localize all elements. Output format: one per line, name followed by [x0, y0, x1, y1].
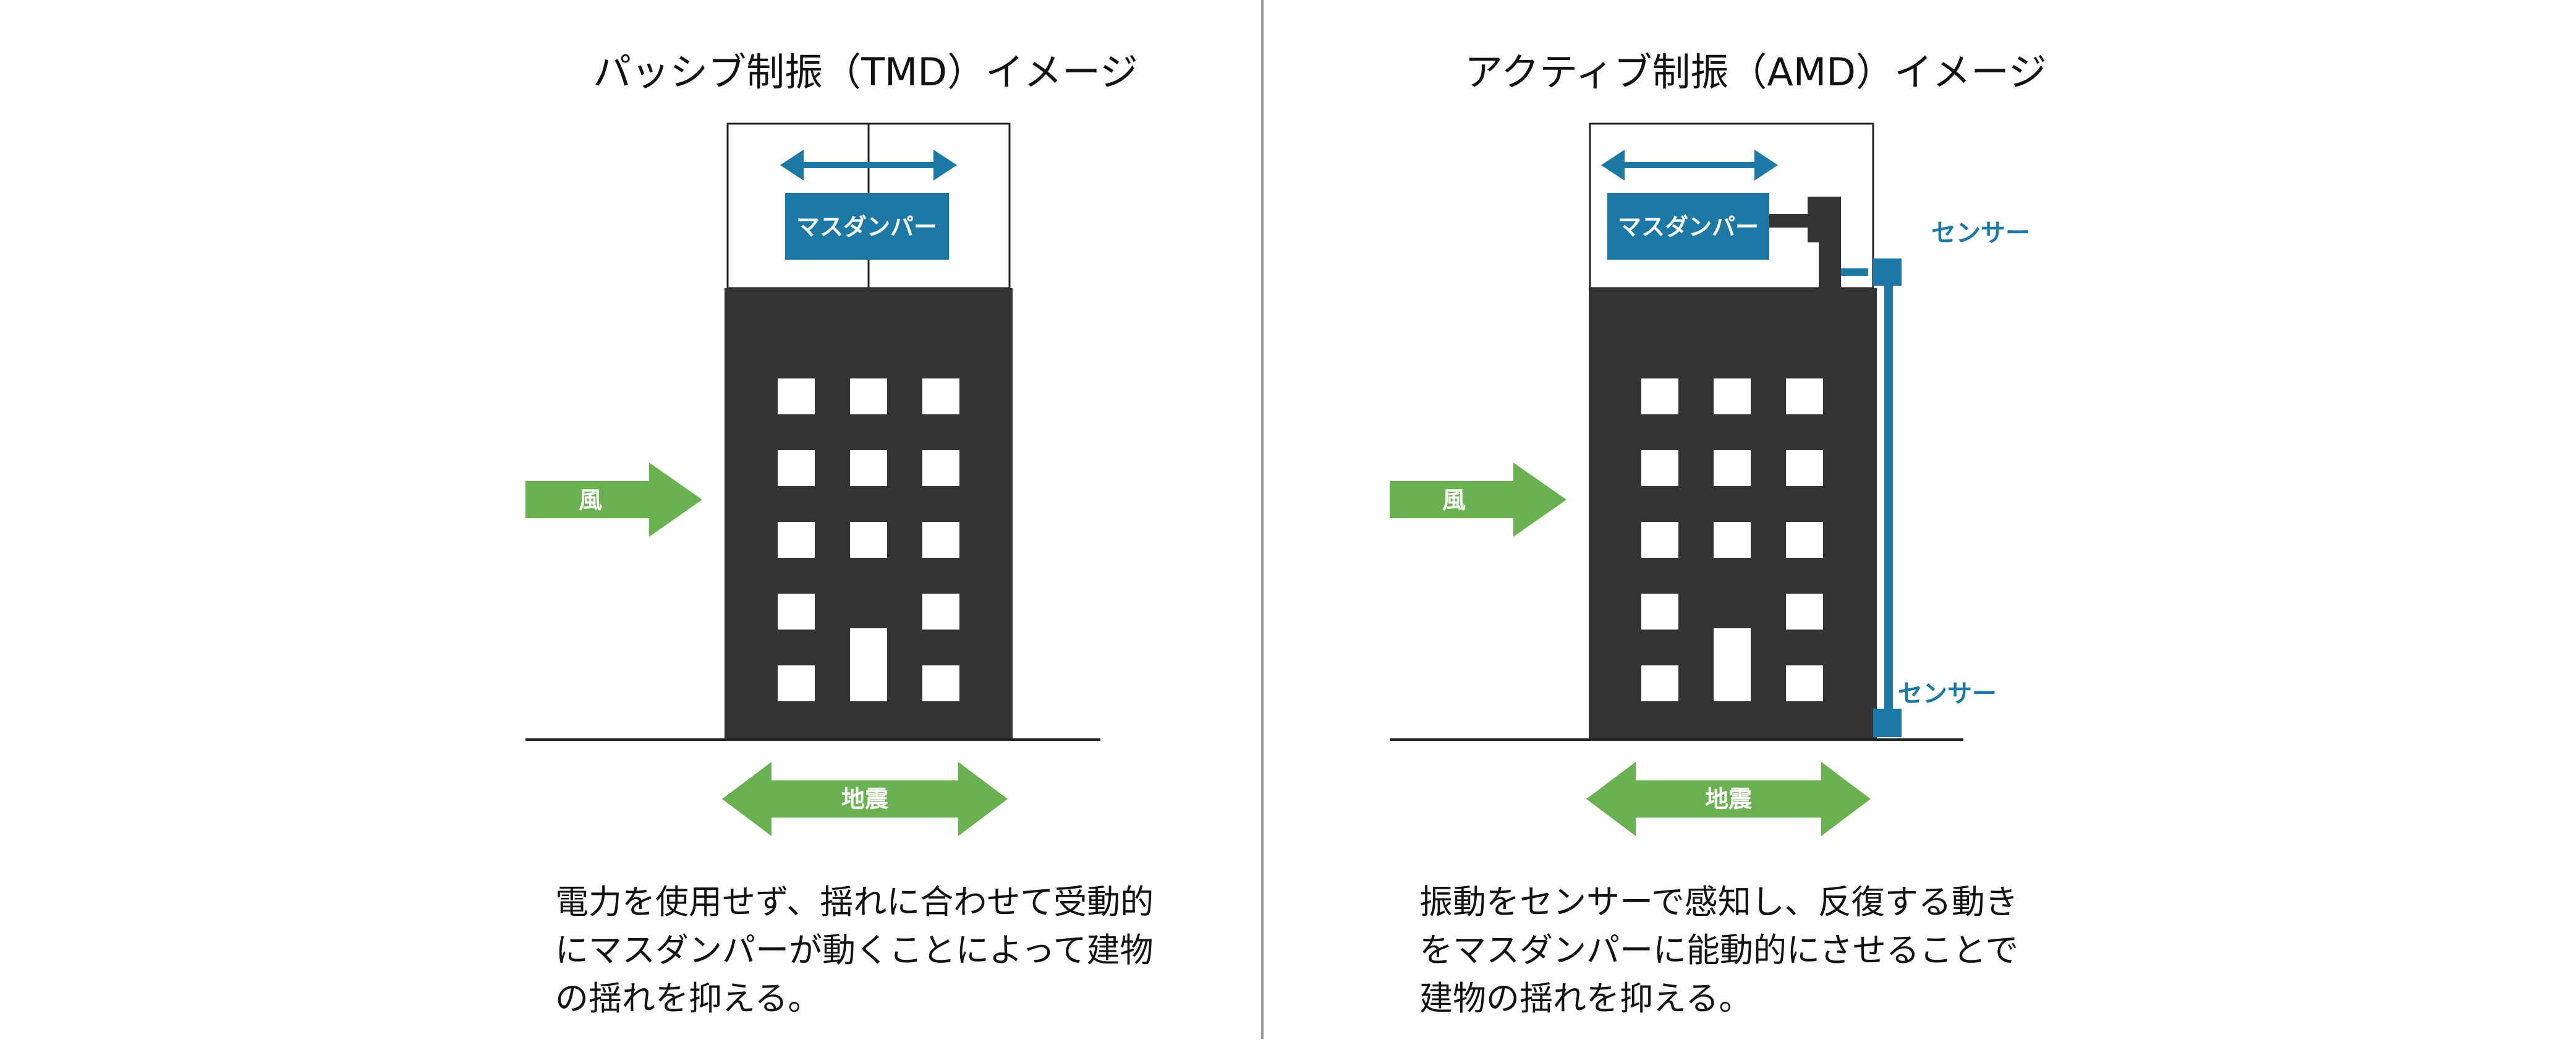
active-caption: 振動をセンサーで感知し、反復する動き をマスダンパーに能動的にさせることで 建物…: [1419, 878, 2018, 1023]
entrance-door: [1714, 628, 1751, 701]
mass-damper-label: マスダンパー: [796, 213, 937, 241]
passive-title: パッシブ制振（TMD）イメージ: [593, 49, 1138, 95]
active-panel: アクティブ制振（AMD）イメージ マスダンパー: [1390, 49, 2047, 836]
entrance-door: [850, 628, 887, 701]
sensor-top-label: センサー: [1931, 219, 2030, 247]
caption-line: 建物の揺れを抑える。: [1419, 979, 1753, 1018]
wind-label: 風: [1442, 487, 1466, 514]
earthquake-label: 地震: [841, 785, 889, 813]
wind-arrow: [1390, 463, 1566, 537]
sensor-bottom-label: センサー: [1898, 680, 1997, 708]
passive-caption: 電力を使用せず、揺れに合わせて受動的 にマスダンパーが動くことによって建物 の揺…: [555, 878, 1154, 1023]
window: [1641, 665, 1678, 701]
window: [1714, 378, 1751, 414]
window: [850, 450, 887, 486]
window: [922, 594, 959, 630]
window: [850, 378, 887, 414]
sensor-connector-top: [1841, 268, 1868, 276]
earthquake-arrow: [1586, 762, 1871, 836]
window: [1641, 378, 1678, 414]
window: [922, 378, 959, 414]
window: [922, 522, 959, 558]
window: [778, 378, 815, 414]
caption-line: をマスダンパーに能動的にさせることで: [1419, 931, 2019, 970]
mass-damper: [785, 193, 949, 260]
window: [1786, 665, 1823, 701]
window: [1641, 594, 1678, 630]
window: [1714, 450, 1751, 486]
window: [922, 665, 959, 701]
window: [1786, 450, 1823, 486]
window: [778, 522, 815, 558]
window: [778, 450, 815, 486]
earthquake-arrow: [722, 762, 1008, 836]
window: [778, 665, 815, 701]
window: [1641, 450, 1678, 486]
mass-damper: [1607, 193, 1769, 260]
window: [1786, 378, 1823, 414]
mass-damper-label: マスダンパー: [1618, 213, 1759, 241]
caption-line: にマスダンパーが動くことによって建物: [555, 931, 1154, 970]
caption-line: の揺れを抑える。: [555, 979, 822, 1018]
actuator: [1769, 197, 1841, 288]
window: [1786, 522, 1823, 558]
window: [850, 522, 887, 558]
active-title: アクティブ制振（AMD）イメージ: [1464, 49, 2047, 95]
window: [1714, 522, 1751, 558]
earthquake-label: 地震: [1705, 785, 1753, 813]
window: [922, 450, 959, 486]
window: [1786, 594, 1823, 630]
sensor-top: [1873, 258, 1902, 286]
wind-arrow: [525, 463, 702, 537]
window: [1641, 522, 1678, 558]
wind-label: 風: [579, 487, 602, 514]
sensor-bottom: [1873, 709, 1902, 737]
damper-motion-arrow: [780, 150, 957, 181]
sensor-wiring: [1841, 258, 1902, 737]
building-windows: [778, 378, 959, 701]
damper-motion-arrow: [1601, 150, 1778, 181]
passive-panel: パッシブ制振（TMD）イメージ マスダンパー: [525, 49, 1138, 836]
window: [778, 594, 815, 630]
caption-line: 電力を使用せず、揺れに合わせて受動的: [555, 882, 1154, 921]
sensor-cable: [1884, 272, 1893, 711]
building-windows: [1641, 378, 1823, 701]
caption-line: 振動をセンサーで感知し、反復する動き: [1419, 882, 2018, 921]
